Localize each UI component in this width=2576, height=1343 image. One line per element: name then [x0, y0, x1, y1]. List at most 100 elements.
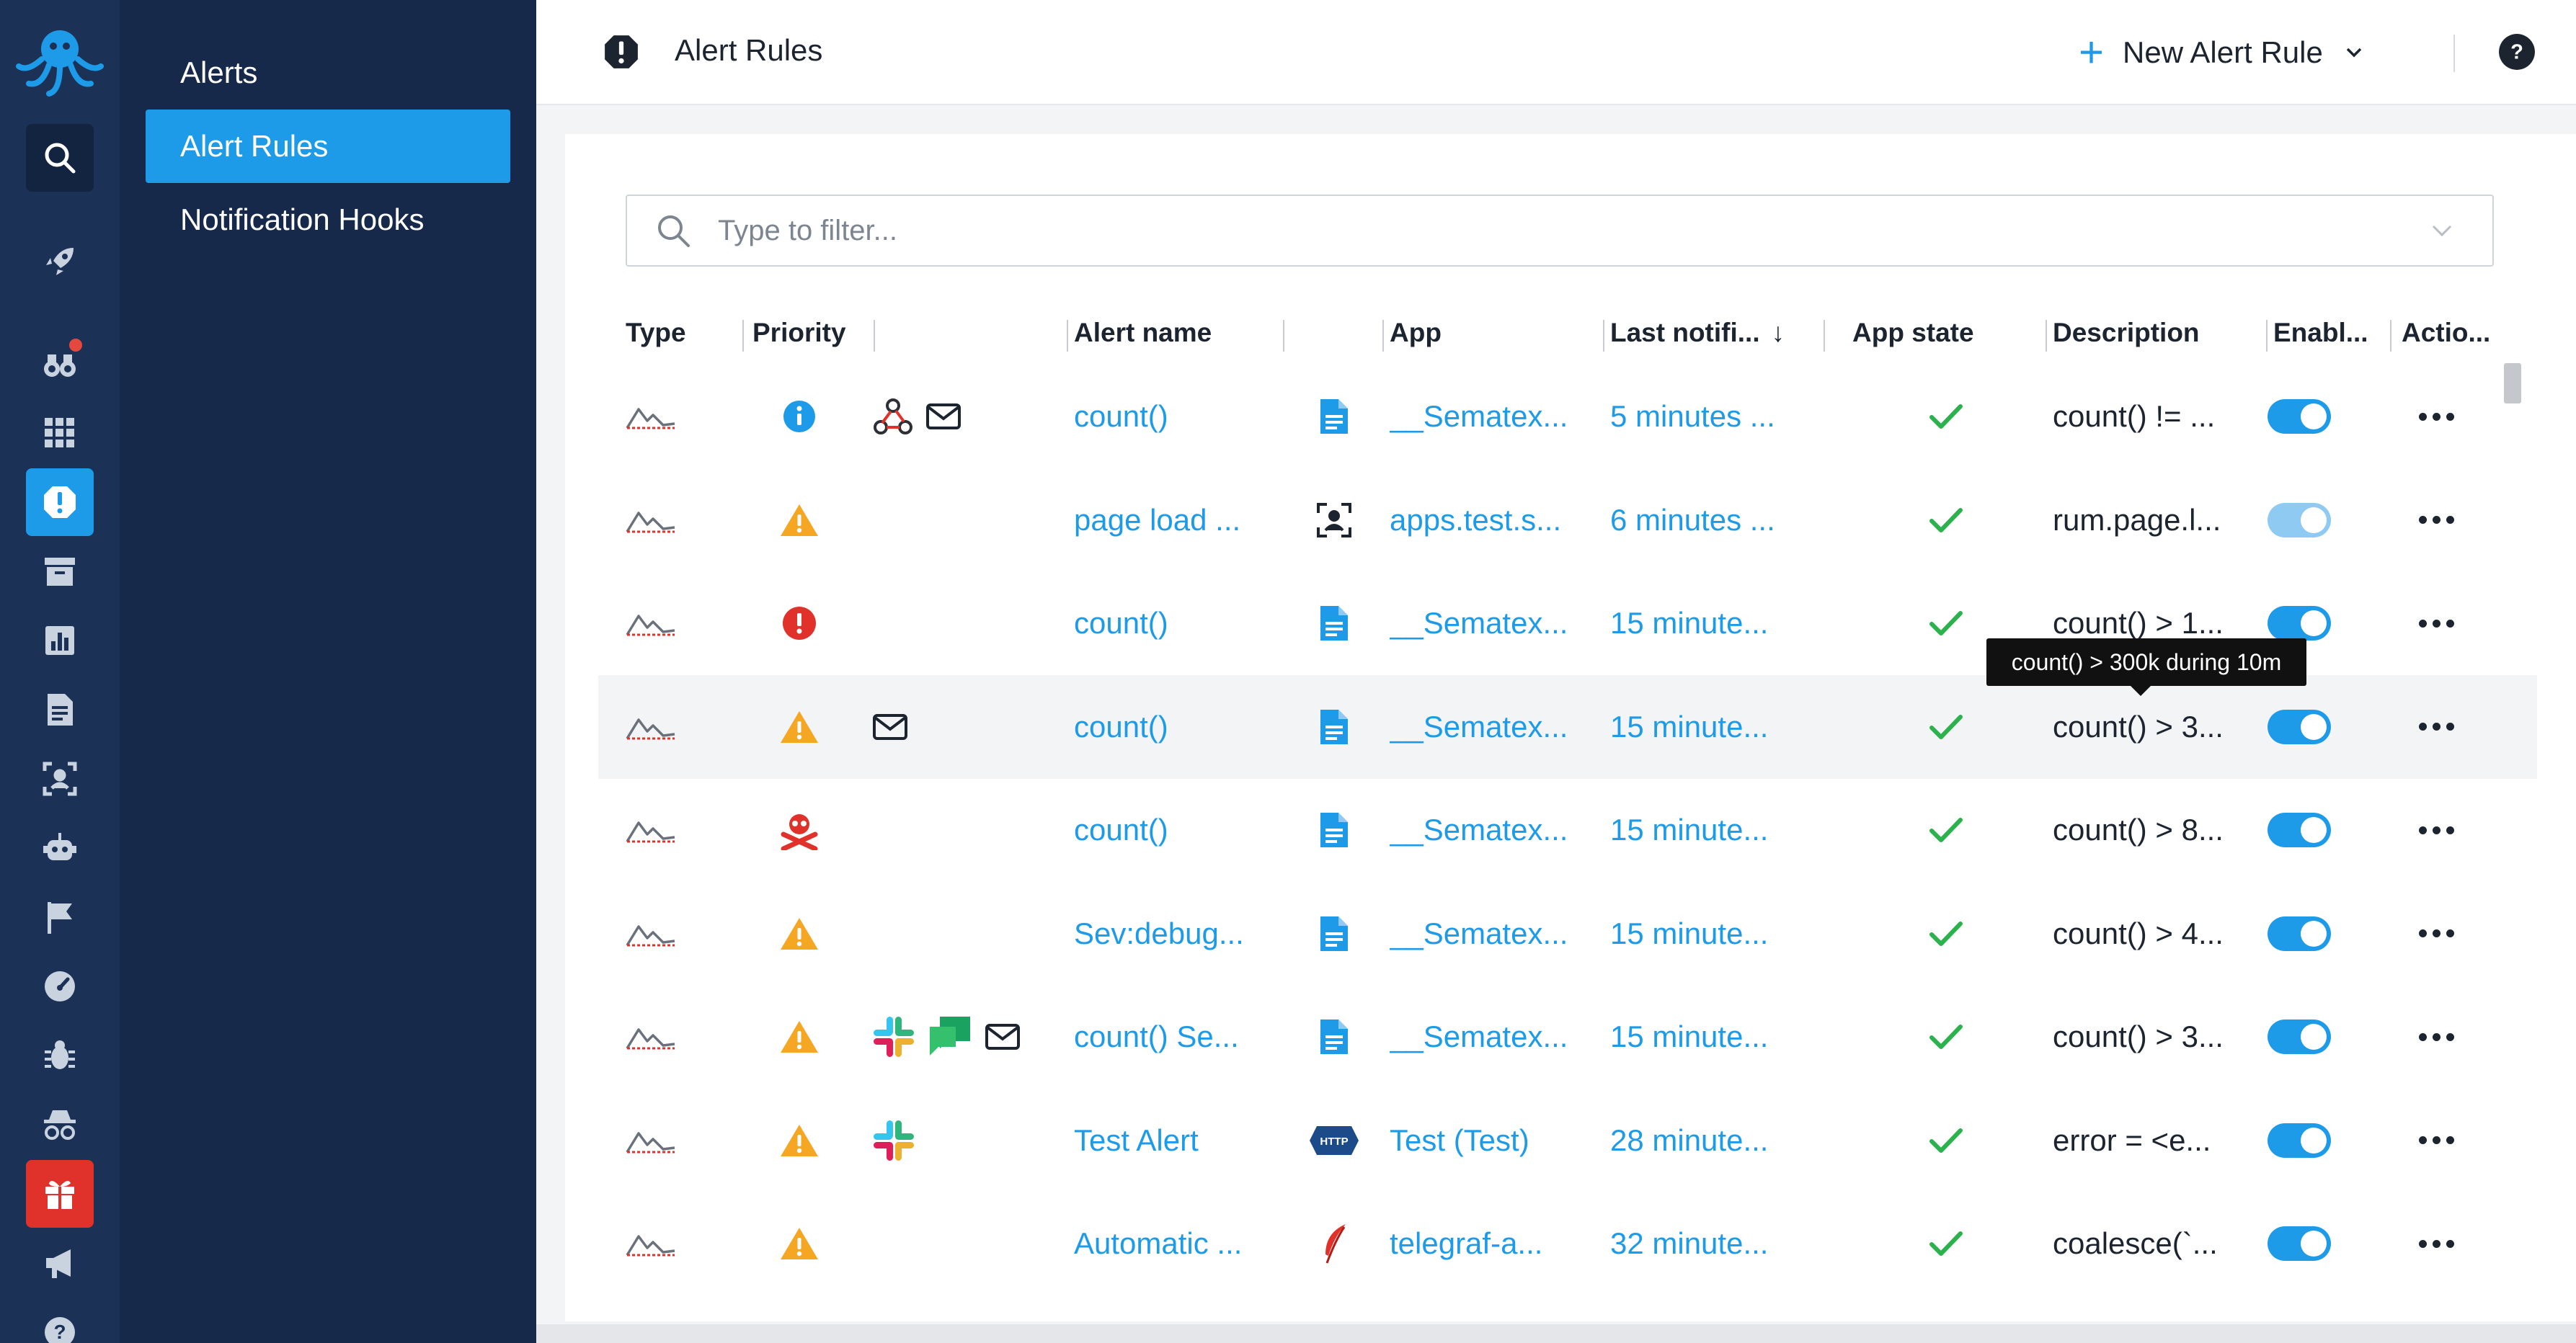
more-actions-icon[interactable] — [2418, 412, 2454, 421]
last-notified-link[interactable]: 15 minute... — [1610, 813, 1769, 847]
bug-icon[interactable] — [26, 1022, 94, 1089]
column-resizer[interactable] — [2266, 320, 2268, 352]
robot-icon[interactable] — [26, 814, 94, 882]
enabled-toggle[interactable] — [2268, 709, 2331, 744]
more-actions-icon[interactable] — [2418, 1239, 2454, 1248]
alert-name-cell[interactable]: Automatic ... — [1074, 1192, 1283, 1295]
last-notified-link[interactable]: 28 minute... — [1610, 1123, 1769, 1157]
alert-name-cell[interactable]: Test Alert — [1074, 1089, 1283, 1192]
column-header-actions[interactable]: Actio... — [2402, 318, 2491, 347]
more-actions-icon[interactable] — [2418, 516, 2454, 524]
app-link[interactable]: __Sematex... — [1390, 709, 1568, 744]
archive-icon[interactable] — [26, 537, 94, 605]
table-row[interactable]: Sev:debug...__Sematex...15 minute...coun… — [598, 882, 2537, 986]
column-header-enabled[interactable]: Enabl... — [2273, 318, 2368, 347]
app-link[interactable]: Test (Test) — [1390, 1123, 1529, 1157]
app-cell[interactable]: telegraf-a... — [1390, 1192, 1599, 1295]
table-row[interactable]: count() Se...__Sematex...15 minute...cou… — [598, 985, 2537, 1089]
document-icon[interactable] — [26, 676, 94, 744]
chart-icon[interactable] — [26, 607, 94, 674]
enabled-toggle[interactable] — [2268, 606, 2331, 641]
octopus-logo[interactable] — [13, 22, 107, 101]
speedometer-icon[interactable] — [26, 952, 94, 1020]
help-icon[interactable]: ? — [2498, 33, 2536, 71]
more-actions-icon[interactable] — [2418, 619, 2454, 628]
alert-name-link[interactable]: count() — [1074, 606, 1168, 640]
column-resizer[interactable] — [2390, 320, 2391, 352]
app-cell[interactable]: __Sematex... — [1390, 365, 1599, 468]
app-cell[interactable]: apps.test.s... — [1390, 468, 1599, 572]
column-resizer[interactable] — [1382, 320, 1384, 352]
column-header-description[interactable]: Description — [2053, 318, 2200, 347]
more-actions-icon[interactable] — [2418, 1136, 2454, 1144]
alert-name-link[interactable]: count() — [1074, 399, 1168, 433]
column-header-app[interactable]: App — [1390, 318, 1442, 347]
last-notified-cell[interactable]: 28 minute... — [1610, 1089, 1805, 1192]
app-cell[interactable]: __Sematex... — [1390, 675, 1599, 779]
column-header-app-state[interactable]: App state — [1852, 318, 1974, 347]
last-notified-link[interactable]: 5 minutes ... — [1610, 399, 1775, 433]
last-notified-link[interactable]: 15 minute... — [1610, 709, 1769, 744]
app-cell[interactable]: __Sematex... — [1390, 882, 1599, 986]
app-cell[interactable]: __Sematex... — [1390, 571, 1599, 675]
spy-icon[interactable] — [26, 1091, 94, 1159]
alert-name-cell[interactable]: count() — [1074, 365, 1283, 468]
app-cell[interactable]: __Sematex... — [1390, 778, 1599, 882]
more-actions-icon[interactable] — [2418, 826, 2454, 834]
last-notified-cell[interactable]: 15 minute... — [1610, 882, 1805, 986]
more-actions-icon[interactable] — [2418, 1032, 2454, 1041]
gift-icon[interactable] — [26, 1160, 94, 1228]
new-alert-rule-button[interactable]: + New Alert Rule — [2079, 29, 2366, 76]
alert-name-cell[interactable]: count() — [1074, 675, 1283, 779]
alert-icon[interactable] — [26, 468, 94, 536]
subnav-item-notification-hooks[interactable]: Notification Hooks — [146, 183, 510, 256]
alert-name-cell[interactable]: count() Se... — [1074, 985, 1283, 1089]
app-link[interactable]: __Sematex... — [1390, 813, 1568, 847]
alert-name-link[interactable]: count() Se... — [1074, 1019, 1239, 1053]
last-notified-link[interactable]: 32 minute... — [1610, 1226, 1769, 1260]
last-notified-cell[interactable]: 6 minutes ... — [1610, 468, 1805, 572]
alert-name-link[interactable]: count() — [1074, 813, 1168, 847]
last-notified-link[interactable]: 15 minute... — [1610, 606, 1769, 640]
help-icon[interactable]: ? — [26, 1298, 94, 1343]
table-row[interactable]: count()__Sematex...15 minute...count() >… — [598, 674, 2537, 779]
column-resizer[interactable] — [874, 320, 875, 352]
alert-name-cell[interactable]: count() — [1074, 778, 1283, 882]
horizontal-scrollbar[interactable] — [536, 1324, 2576, 1343]
column-header-type[interactable]: Type — [626, 318, 686, 347]
enabled-toggle[interactable] — [2268, 813, 2331, 847]
enabled-toggle[interactable] — [2268, 502, 2331, 537]
enabled-toggle[interactable] — [2268, 1019, 2331, 1054]
alert-name-cell[interactable]: page load ... — [1074, 468, 1283, 572]
alert-name-cell[interactable]: count() — [1074, 571, 1283, 675]
last-notified-cell[interactable]: 15 minute... — [1610, 571, 1805, 675]
enabled-toggle[interactable] — [2268, 399, 2331, 434]
scrollbar-thumb[interactable] — [2504, 363, 2521, 403]
table-row[interactable]: page load ... apps.test.s... 6 minutes ...… — [598, 468, 2537, 572]
alert-name-cell[interactable]: Sev:debug... — [1074, 882, 1283, 986]
column-header-alert-name[interactable]: Alert name — [1074, 318, 1212, 347]
table-row[interactable]: count()__Sematex...15 minute...count() >… — [598, 778, 2537, 882]
user-scan-icon[interactable] — [26, 745, 94, 813]
enabled-toggle[interactable] — [2268, 1123, 2331, 1158]
last-notified-link[interactable]: 15 minute... — [1610, 1019, 1769, 1053]
app-link[interactable]: __Sematex... — [1390, 606, 1568, 640]
table-row[interactable]: count()__Sematex...15 minute...count() >… — [598, 571, 2537, 675]
table-row[interactable]: count()__Sematex...5 minutes ...count() … — [598, 365, 2537, 468]
apps-grid-icon[interactable] — [26, 399, 94, 467]
app-link[interactable]: telegraf-a... — [1390, 1226, 1543, 1260]
column-resizer[interactable] — [1067, 320, 1068, 352]
last-notified-link[interactable]: 6 minutes ... — [1610, 502, 1775, 537]
last-notified-cell[interactable]: 32 minute... — [1610, 1192, 1805, 1295]
alert-name-link[interactable]: Sev:debug... — [1074, 916, 1244, 950]
column-header-last-notified[interactable]: Last notifi... ↓ — [1610, 304, 1785, 362]
enabled-toggle[interactable] — [2268, 916, 2331, 951]
last-notified-cell[interactable]: 15 minute... — [1610, 985, 1805, 1089]
alert-name-link[interactable]: page load ... — [1074, 502, 1241, 537]
megaphone-icon[interactable] — [26, 1229, 94, 1297]
alert-name-link[interactable]: count() — [1074, 709, 1168, 744]
last-notified-cell[interactable]: 5 minutes ... — [1610, 365, 1805, 468]
chevron-down-icon[interactable] — [2428, 216, 2456, 245]
more-actions-icon[interactable] — [2418, 723, 2454, 731]
